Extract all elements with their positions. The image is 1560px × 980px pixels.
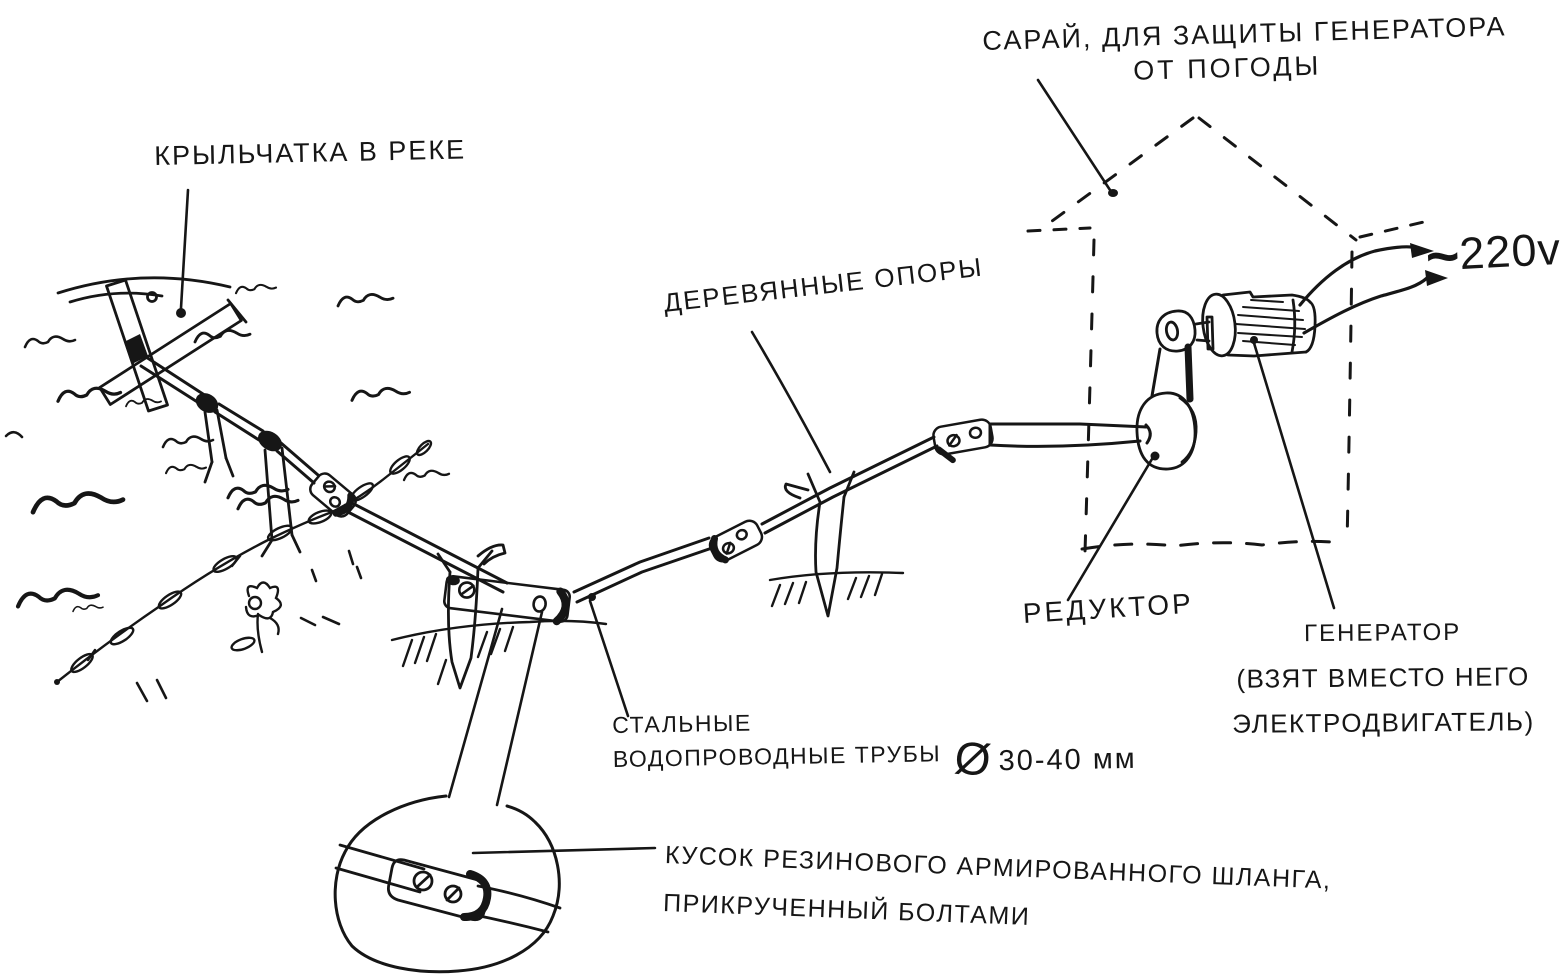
wooden-support-a: [195, 393, 235, 484]
drive-shaft-pipe: [139, 355, 1152, 604]
splash-arcs: [56, 276, 232, 304]
river-waves: [4, 283, 451, 613]
generator-sketch: [1194, 290, 1317, 358]
ground-hatching-field: [768, 571, 905, 608]
joint-anchor-dot: [588, 593, 596, 601]
leader-shed: [1036, 78, 1118, 197]
impeller-sketch: [98, 278, 248, 413]
shed-label: САРАЙ, ДЛЯ ЗАЩИТЫ ГЕНЕРАТОРА ОТ ПОГОДЫ: [982, 11, 1507, 91]
voltage-label: ~220v: [1424, 217, 1560, 291]
pipe-coupling-4: [932, 418, 994, 464]
reducer-pulleys: [1135, 309, 1198, 471]
leader-hose-text: [471, 846, 657, 855]
detail-circle: [333, 794, 562, 974]
shed-dashed-outline: [1026, 116, 1430, 554]
steel-pipes-label: СТАЛЬНЫЕ ВОДОПРОВОДНЫЕ ТРУБЫ Ø 30-40 мм: [612, 703, 1137, 787]
generator-label-line2: (ВЗЯТ ВМЕСТО НЕГО: [1236, 661, 1530, 694]
generator-label: ГЕНЕРАТОР (ВЗЯТ ВМЕСТО НЕГО ЭЛЕКТРОДВИГА…: [1210, 609, 1556, 747]
ac-tilde-symbol: ~: [1424, 223, 1462, 290]
wire-arrowhead-2: [1425, 270, 1448, 286]
wooden-support-b: [257, 430, 302, 558]
wooden-support-d: [783, 470, 856, 618]
leader-supports: [750, 330, 832, 474]
leader-reducer: [1066, 457, 1154, 602]
leader-detail-right: [495, 610, 544, 807]
hose-coupling-joint: [443, 575, 571, 626]
drive-belt: [1150, 343, 1194, 403]
pipe-coupling-3: [708, 519, 764, 564]
flower-doodle: [230, 581, 282, 654]
steel-pipes-label-line2: ВОДОПРОВОДНЫЕ ТРУБЫ: [612, 740, 942, 772]
wooden-support-c: [436, 543, 507, 690]
leader-lines: [176, 78, 1336, 855]
diameter-value: 30-40 мм: [998, 742, 1137, 778]
output-wires: [1298, 245, 1429, 335]
leader-generator: [1252, 341, 1336, 610]
wire-arrowhead-1: [1410, 243, 1434, 258]
ground-marks: [135, 549, 363, 703]
generator-label-line3: ЭЛЕКТРОДВИГАТЕЛЬ): [1232, 706, 1535, 739]
leader-impeller: [176, 188, 190, 318]
detail-hose-sleeve: [387, 858, 492, 922]
voltage-value: 220v: [1458, 222, 1560, 280]
leader-detail-left: [447, 607, 504, 799]
generator-label-line1: ГЕНЕРАТОР: [1303, 618, 1462, 648]
ground-hatching-bank: [390, 619, 608, 686]
diameter-symbol: Ø: [952, 730, 996, 787]
impeller-label: КРЫЛЬЧАТКА В РЕКЕ: [154, 134, 467, 171]
pipe-coupling-1: [309, 472, 357, 518]
leader-pipes: [588, 599, 630, 718]
